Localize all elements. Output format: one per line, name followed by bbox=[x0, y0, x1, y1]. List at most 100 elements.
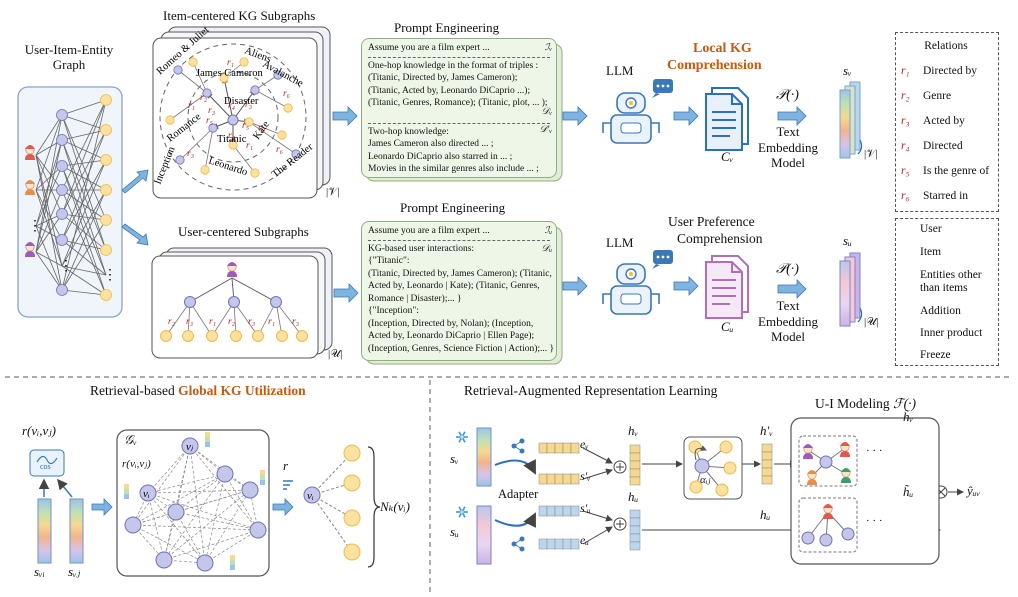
s-vi-label: sᵥᵢ bbox=[34, 564, 45, 579]
retrieval-title: Retrieval-based Global KG Utilization bbox=[90, 383, 306, 399]
tree-relation-label: r₃ bbox=[248, 317, 255, 327]
user-card-line-7: Acted by, Leonardo DiCaprio | Ellen Page… bbox=[368, 331, 535, 342]
p-func-1: 𝒫(·) bbox=[776, 88, 799, 103]
mini-embedding bbox=[230, 555, 235, 560]
ellipsis: ⋮ bbox=[28, 219, 42, 234]
graph-edge bbox=[61, 99, 107, 191]
robot-bubble-dot bbox=[661, 84, 665, 88]
item-card-line-1: (Titanic, Directed by, James Cameron); bbox=[368, 73, 518, 84]
graph-edge bbox=[61, 159, 107, 167]
gv-edge bbox=[224, 473, 259, 531]
gv-edge bbox=[132, 445, 191, 526]
user-hair bbox=[25, 145, 35, 149]
item-card-hop-line-1: James Cameron also directed ... ; bbox=[368, 139, 494, 150]
graph-edge bbox=[61, 213, 107, 251]
graph-edge bbox=[61, 99, 107, 215]
nk-vi-label: vᵢ bbox=[307, 490, 314, 502]
user-hair bbox=[25, 180, 35, 184]
user-item-entity-graph: ⋮⋮⋮ bbox=[17, 86, 123, 318]
kg-relation-label: r₁ bbox=[188, 101, 195, 111]
hv-bar bbox=[629, 460, 641, 470]
item-card-hop-line-0: Two-hop knowledge: bbox=[368, 126, 449, 137]
user-body bbox=[823, 513, 833, 519]
mini-embedding bbox=[230, 560, 235, 565]
item-kg-title: Item-centered KG Subgraphs bbox=[163, 8, 316, 23]
user-icon bbox=[25, 145, 35, 160]
flow-arrow bbox=[582, 510, 613, 522]
card-head: Assume you are a film expert ...ℐᵥ bbox=[368, 42, 552, 55]
hv-prime-bar bbox=[761, 459, 773, 469]
graph-edge bbox=[35, 189, 63, 253]
kg-relation-label: r₃ bbox=[208, 106, 215, 116]
kg-node bbox=[208, 123, 218, 133]
item-node bbox=[56, 184, 68, 196]
user-subgraph-title: User-centered Subgraphs bbox=[178, 224, 309, 239]
rarl-hu-t-label: h̃ᵤ bbox=[903, 484, 914, 499]
ev-bar bbox=[546, 442, 556, 454]
graph-edge bbox=[35, 154, 63, 267]
eu-bar bbox=[554, 538, 564, 550]
user-card-line-6: (Inception, Directed by, Nolan); (Incept… bbox=[368, 318, 534, 329]
tree-relation-label: r₂ bbox=[168, 317, 176, 327]
graph-edge bbox=[61, 239, 107, 251]
relation-symbol: r₁ bbox=[901, 65, 910, 77]
robot-bubble-dot bbox=[661, 255, 665, 259]
llm-robot-icon bbox=[602, 79, 673, 144]
user-card-head-text: Assume you are a film expert ... bbox=[368, 226, 490, 236]
tree-edge bbox=[275, 301, 303, 337]
ui-item-node bbox=[801, 531, 815, 545]
kg-edge bbox=[248, 121, 283, 136]
gv-edge bbox=[132, 524, 206, 564]
user-stack-count: |𝒰| bbox=[328, 348, 343, 360]
gv-item-node bbox=[181, 437, 199, 455]
user-icon bbox=[803, 444, 813, 459]
kg-node bbox=[273, 70, 283, 80]
kg-entity-label: Titanic bbox=[217, 134, 247, 145]
item-node bbox=[56, 234, 68, 246]
ui-dots: · · · bbox=[866, 445, 883, 457]
tree-entity-node bbox=[296, 330, 308, 342]
sort-icon bbox=[283, 480, 293, 490]
ellipsis: ⋮ bbox=[103, 268, 117, 283]
gv-edge bbox=[204, 489, 251, 564]
sv-prime-bar bbox=[546, 473, 556, 485]
gv-edge bbox=[163, 529, 259, 561]
user-hair bbox=[840, 442, 850, 446]
rarl-alpha-label: αᵢⱼ bbox=[700, 474, 711, 486]
user-card-head-sym: ℐᵤ bbox=[544, 226, 552, 236]
relation-label: Is the genre of bbox=[923, 165, 990, 177]
attention-node bbox=[715, 483, 729, 497]
entity-node bbox=[100, 244, 112, 256]
p-func-2: 𝒫(·) bbox=[776, 262, 799, 277]
robot-pupil bbox=[629, 101, 633, 105]
user-card-body: KG-based user interactions:{"Titanic":(T… bbox=[368, 243, 554, 360]
arrow-prompt-to-llm bbox=[562, 106, 588, 126]
node-legend: User Item Entities other than items Addi… bbox=[895, 218, 999, 366]
user-icon bbox=[227, 262, 237, 277]
gv-edge bbox=[175, 445, 191, 513]
user-pref-title-2: Comprehension bbox=[677, 231, 763, 246]
flow-arrow bbox=[582, 468, 613, 480]
hu-bar bbox=[629, 525, 641, 535]
kg-edge bbox=[232, 144, 256, 174]
nk-node bbox=[343, 444, 361, 462]
attention-center bbox=[694, 458, 710, 474]
gv-edge bbox=[163, 489, 251, 561]
graph-edge bbox=[61, 99, 107, 291]
graph-edge bbox=[35, 189, 63, 241]
relation-symbol: r₅ bbox=[901, 165, 910, 177]
nk-node bbox=[343, 509, 361, 527]
user-pref-title-1: User Preference bbox=[668, 214, 755, 229]
user-card-line-9: ... bbox=[368, 355, 550, 360]
robot-arm bbox=[602, 122, 611, 133]
robot-pupil bbox=[629, 272, 633, 276]
adapter-label: Adapter bbox=[498, 487, 539, 501]
graph-edge bbox=[35, 213, 63, 253]
entity-node bbox=[100, 94, 112, 106]
nk-edge bbox=[311, 494, 353, 553]
gv-item-node bbox=[167, 503, 185, 521]
